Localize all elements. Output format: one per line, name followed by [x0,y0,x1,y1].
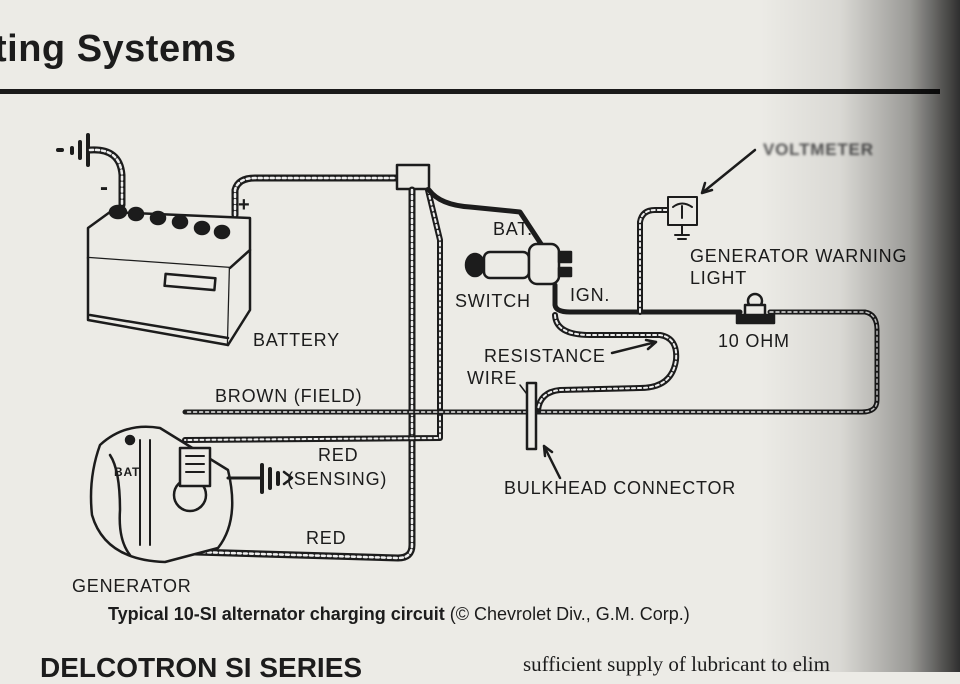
red-label: RED [306,528,347,548]
generator [89,425,234,564]
bulkhead-connector [525,381,538,451]
sensing-label: (SENSING) [287,469,388,489]
generator-label: GENERATOR [72,576,192,596]
warning-light-label-line1: GENERATOR WARNING [690,246,908,266]
ign-label: IGN. [570,285,611,305]
voltmeter [667,196,698,240]
generator-bat-label: BAT [114,465,141,479]
resistance-label: RESISTANCE [484,346,606,366]
bulkhead-label: BULKHEAD CONNECTOR [504,478,737,498]
battery [86,204,252,347]
voltmeter-arrow [700,148,757,195]
section-heading: DELCOTRON SI SERIES [40,652,363,683]
junction-block [395,163,431,191]
figure-caption: Typical 10-SI alternator charging circui… [108,604,690,625]
switch-label: SWITCH [455,291,531,311]
ground-icon [226,463,294,494]
body-text: sufficient supply of lubricant to elim [523,652,830,676]
battery-label: BATTERY [253,330,340,350]
warning-light-bulb [735,292,776,325]
positive-cable [231,174,409,219]
voltmeter-label: VOLTMETER [763,140,874,159]
caption-credit: (© Chevrolet Div., G.M. Corp.) [449,604,690,624]
ground-icon [56,133,90,167]
battery-negative-label: - [100,174,109,201]
ohm-label: 10 OHM [718,331,790,351]
switch-feed-wire [426,187,548,253]
brown-field-label: BROWN (FIELD) [215,386,363,406]
bat-label: BAT. [493,219,533,239]
page-heading: ting Systems [0,28,237,70]
wire-label: WIRE [467,368,518,388]
battery-positive-label: + [238,194,251,216]
warning-light-label-line2: LIGHT [690,268,748,288]
warning-light-label: GENERATOR WARNING [690,246,907,267]
heading-rule [0,89,940,94]
ignition-switch [464,242,573,286]
voltmeter-wire [637,207,671,315]
ign-wire [552,282,743,315]
red-sensing-label: RED [318,445,359,465]
caption-title: Typical 10-SI alternator charging circui… [108,604,445,624]
